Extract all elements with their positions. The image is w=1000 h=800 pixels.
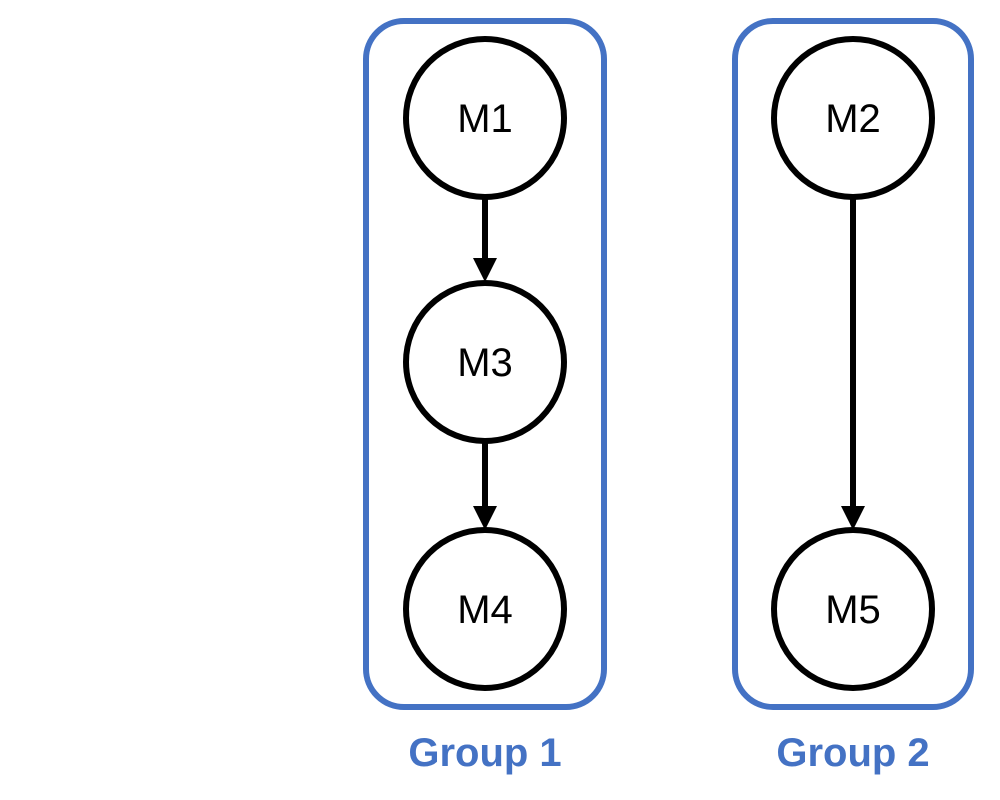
node-m4: M4 bbox=[403, 527, 567, 691]
group-2: Group 2 bbox=[732, 18, 974, 775]
node-m5-circle bbox=[771, 527, 935, 691]
group-1: Group 1 bbox=[363, 18, 607, 775]
node-m1-label: M1 bbox=[457, 97, 513, 141]
node-m3-circle bbox=[403, 280, 567, 444]
group-2-label: Group 2 bbox=[776, 731, 929, 775]
edge-m1-m3 bbox=[473, 197, 497, 282]
edge-m3-m4 bbox=[473, 440, 497, 530]
edge-m3-m4-arrowhead bbox=[473, 506, 497, 530]
node-m1-circle bbox=[403, 36, 567, 200]
group-1-box bbox=[363, 18, 607, 710]
node-m4-circle bbox=[403, 527, 567, 691]
node-m3: M3 bbox=[403, 280, 567, 444]
group-2-box bbox=[732, 18, 974, 710]
node-m2: M2 bbox=[771, 36, 935, 200]
node-m2-label: M2 bbox=[825, 97, 881, 141]
node-m1: M1 bbox=[403, 36, 567, 200]
node-m4-label: M4 bbox=[457, 588, 513, 632]
node-m2-circle bbox=[771, 36, 935, 200]
group-1-label: Group 1 bbox=[408, 731, 561, 775]
edge-m1-m3-arrowhead bbox=[473, 258, 497, 282]
edge-m2-m5-arrowhead bbox=[841, 506, 865, 530]
node-m5-label: M5 bbox=[825, 588, 881, 632]
edge-m2-m5 bbox=[841, 197, 865, 530]
node-m3-label: M3 bbox=[457, 341, 513, 385]
node-m5: M5 bbox=[771, 527, 935, 691]
